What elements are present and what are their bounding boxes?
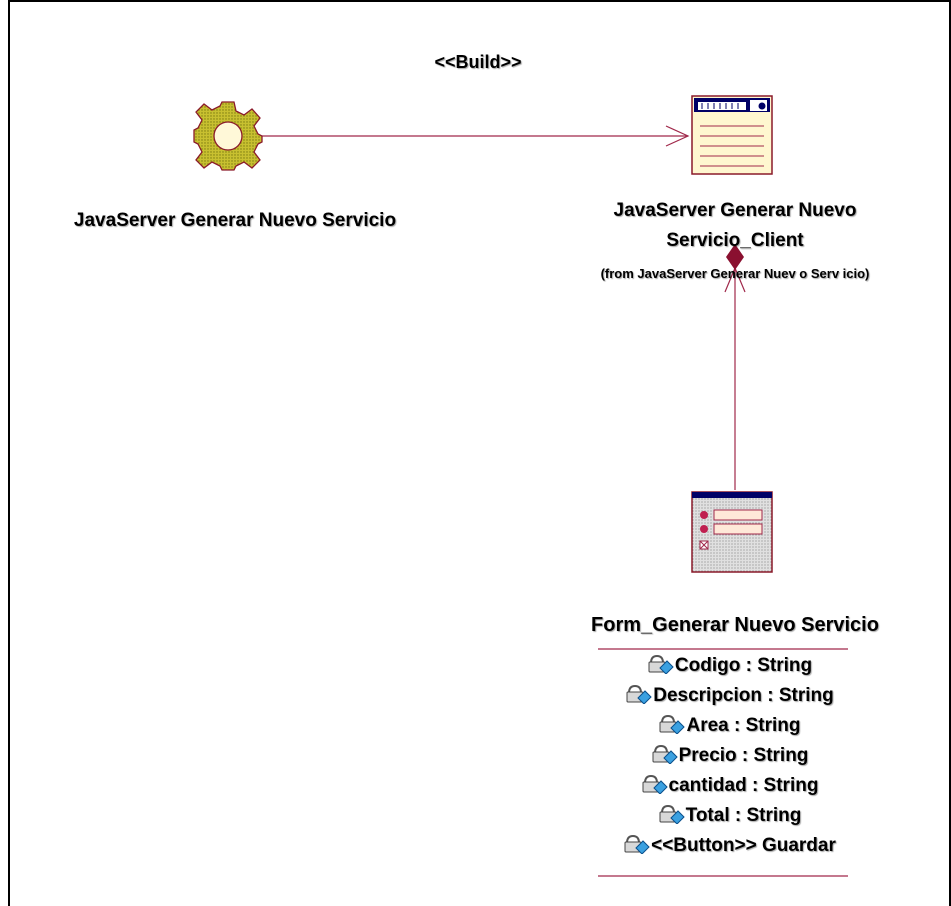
form-attribute-text: Area : String (686, 715, 801, 736)
client-page-name-line2: Servicio_Client (666, 230, 804, 251)
form-attribute-text: Precio : String (678, 745, 809, 766)
client-page-name-line1: JavaServer Generar Nuevo (613, 200, 857, 221)
client-page-from-note: (from JavaServer Generar Nuev o Serv ici… (600, 266, 870, 281)
form-icon (691, 491, 773, 573)
diagram-canvas (8, 0, 951, 906)
private-attribute-lock-icon (626, 684, 652, 704)
private-attribute-lock-icon (659, 804, 685, 824)
server-page-gear-icon (193, 101, 263, 171)
form-attribute: Precio : String (560, 744, 900, 767)
build-dependency-arrowhead (665, 125, 690, 147)
build-stereotype-label: <<Build>> (434, 52, 522, 72)
form-attribute: Codigo : String (560, 654, 900, 677)
private-attribute-lock-icon (642, 774, 668, 794)
private-attribute-lock-icon (659, 714, 686, 734)
form-attribute-text: <<Button>> Guardar (651, 835, 836, 856)
client-page-icon (691, 95, 773, 175)
form-attribute-text: Descripcion : String (653, 685, 834, 706)
form-attribute-text: Codigo : String (674, 655, 813, 676)
form-attribute-text: cantidad : String (668, 775, 819, 796)
form-attribute: cantidad : String (560, 774, 900, 797)
form-class-name: Form_Generar Nuevo Servicio (591, 614, 879, 636)
form-attribute: Descripcion : String (560, 684, 900, 707)
form-attribute: Total : String (560, 804, 900, 827)
server-page-name: JavaServer Generar Nuevo Servicio (73, 210, 397, 231)
form-attribute: <<Button>> Guardar (560, 834, 900, 857)
form-attribute-text: Total : String (685, 805, 802, 826)
private-attribute-lock-icon (624, 834, 650, 854)
private-attribute-lock-icon (648, 654, 674, 674)
form-attribute: Area : String (560, 714, 900, 737)
private-attribute-lock-icon (652, 744, 678, 764)
aggregation-diamond (726, 244, 744, 270)
